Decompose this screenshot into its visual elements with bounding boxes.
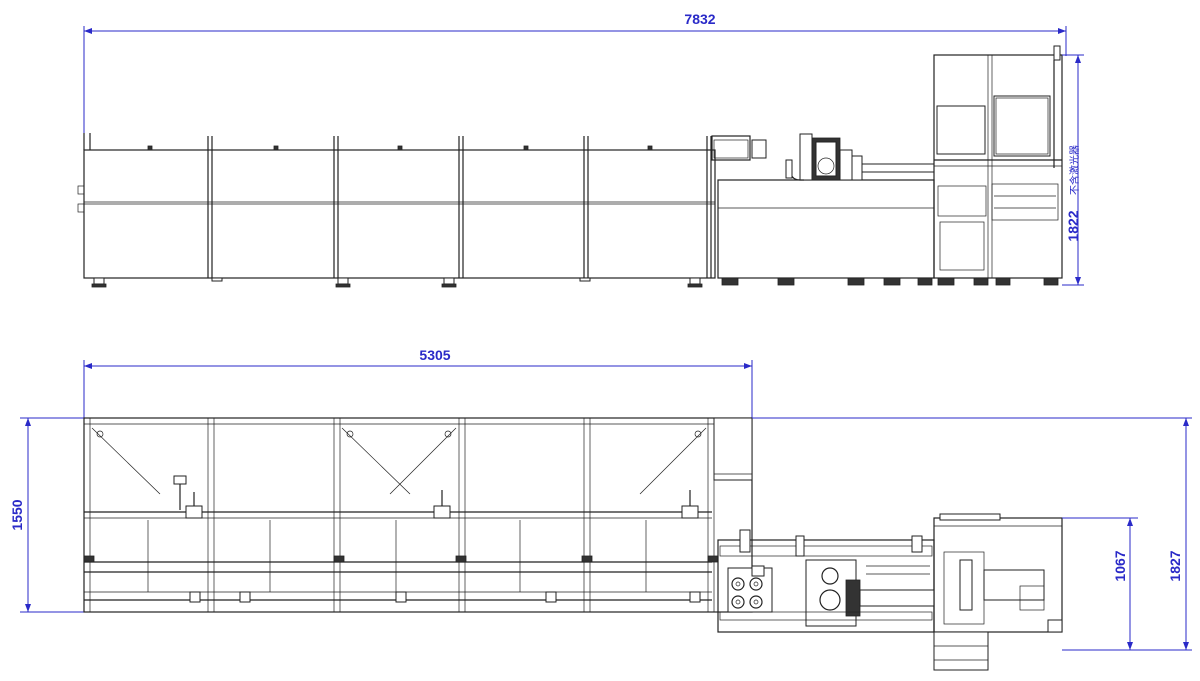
main-bed-side [711,133,935,286]
dimension-loader-length: 5305 [83,347,753,420]
loader-rack-plan [83,417,753,613]
dim-label-right-outer: 1827 [1167,550,1183,581]
dim-label-loader-length: 5305 [419,347,450,363]
cutting-unit-plan [933,513,1063,671]
dim-label-right-inner: 1067 [1112,550,1128,581]
dimension-total-length: 7832 [83,11,1067,150]
dimension-right-inner: 1067 [1062,517,1138,651]
dim-label-left-width: 1550 [9,499,25,530]
dim-label-total-length: 7832 [684,11,715,27]
loader-frame-side [77,133,716,288]
dimension-right-outer: 1827 [752,417,1192,651]
dimension-left-width: 1550 [9,417,84,613]
dim-label-top-height: 1822 [1065,210,1081,241]
loader-feet [91,277,703,288]
feed-rollers [727,565,773,613]
dim-note-without-laser: 不含激光器 [1068,145,1081,195]
lift-arms [173,475,699,519]
dimension-top-height: 1822 不含激光器 [1062,54,1084,286]
plan-view: 5305 1550 [9,347,1192,671]
cutting-cabinet-side [933,45,1063,286]
side-elevation-view: 7832 [77,11,1084,288]
main-bed-plan [717,529,935,633]
